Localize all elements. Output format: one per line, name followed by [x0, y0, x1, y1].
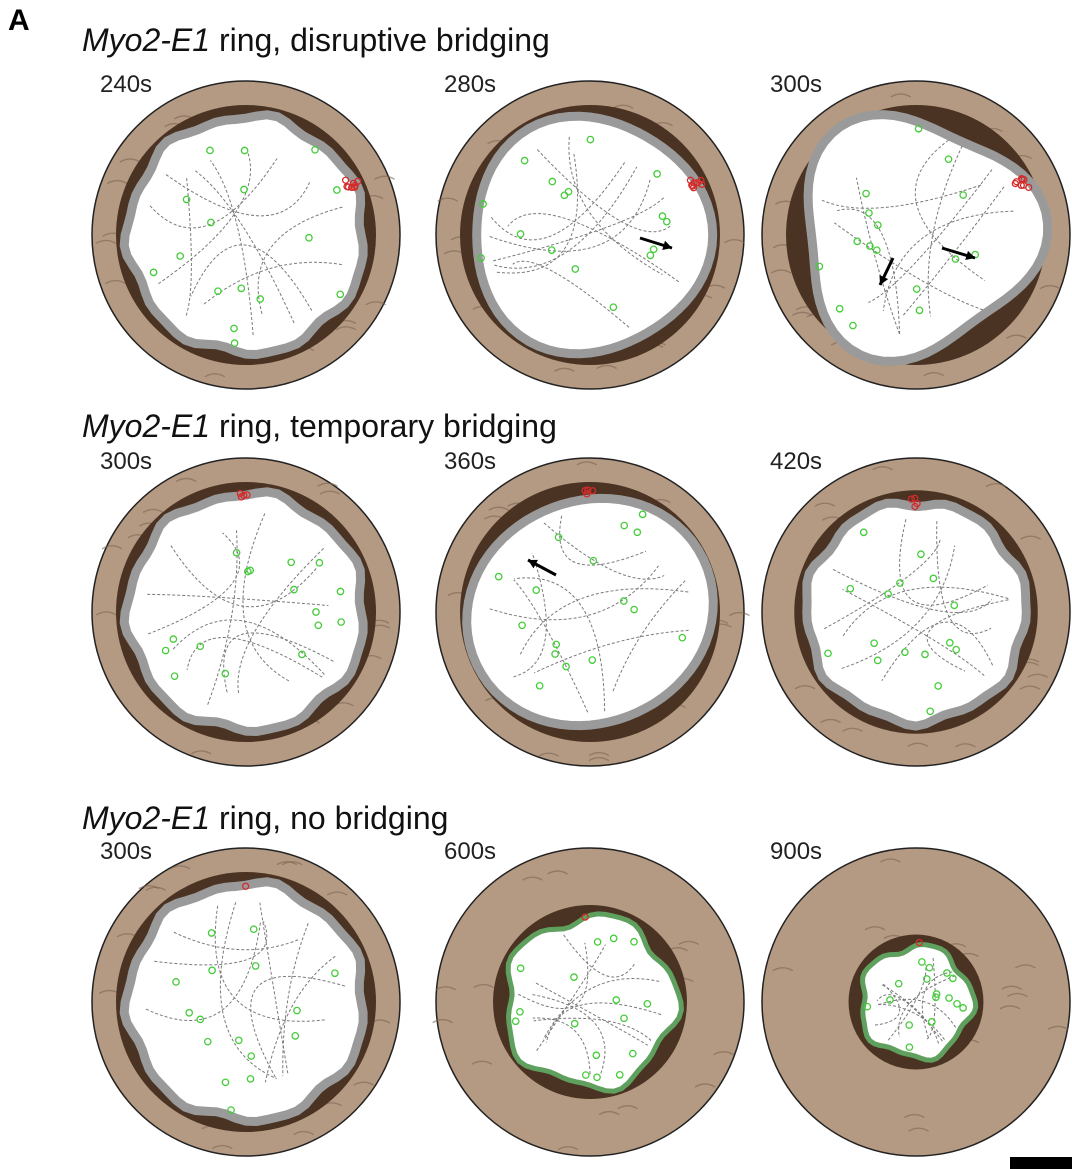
cell-panel-r1-c2: 280s [436, 71, 744, 389]
cell-panel-r1-c3: 300s [762, 71, 1070, 389]
cell-panel-r1-c1: 240s [92, 71, 400, 389]
cell-panel-r3-c1: 300s [92, 838, 400, 1156]
time-label: 900s [770, 838, 822, 865]
time-label: 300s [770, 71, 822, 98]
time-label: 360s [444, 448, 496, 475]
cell-panel-r3-c3: 900s [762, 838, 1070, 1156]
cell-panel-r2-c3: 420s [762, 448, 1070, 766]
time-label: 300s [100, 448, 152, 475]
time-label: 280s [444, 71, 496, 98]
time-label: 420s [770, 448, 822, 475]
cell-panel-r3-c2: 600s [433, 838, 744, 1156]
time-label: 240s [100, 71, 152, 98]
cell-panel-r2-c1: 300s [92, 448, 400, 766]
scale-bar [1010, 1157, 1072, 1169]
time-label: 300s [100, 838, 152, 865]
cell-panel-r2-c2: 360s [436, 448, 749, 766]
time-label: 600s [444, 838, 496, 865]
